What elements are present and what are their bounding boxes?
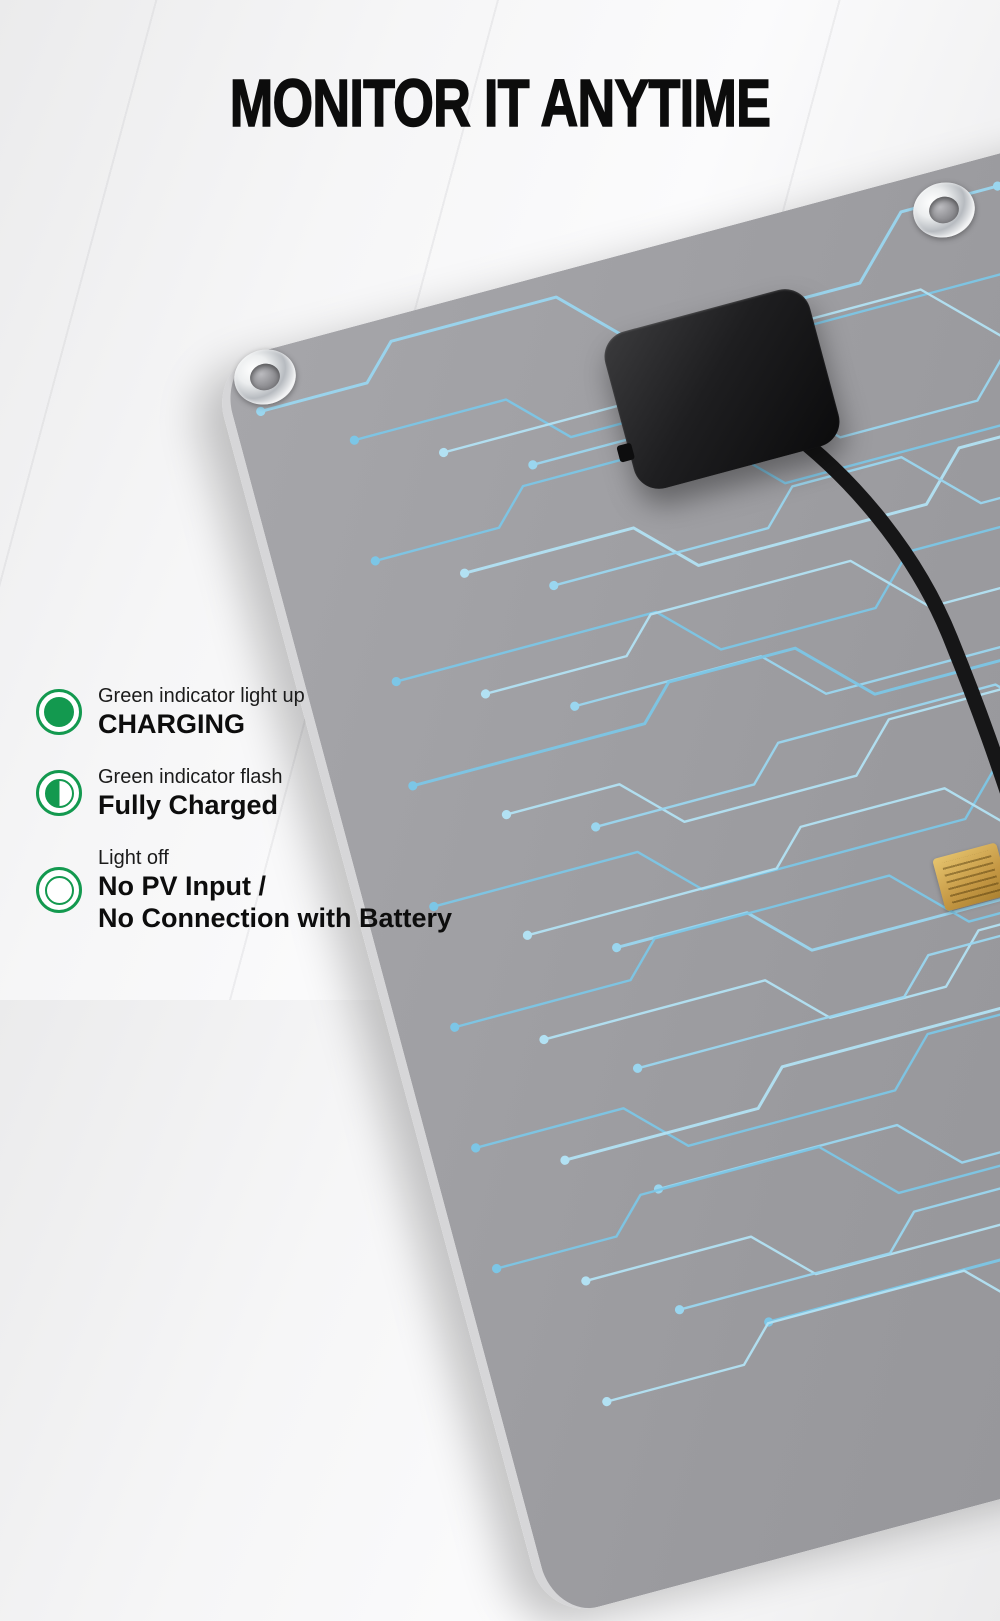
legend-status: Fully Charged [98,789,279,820]
indicator-on-icon [36,689,82,736]
indicator-on-core [44,697,74,728]
legend-item-fully-charged: Green indicator flash Fully Charged [36,765,452,822]
indicator-flash-core [44,778,74,808]
indicator-flash-icon [36,770,82,817]
indicator-legend: Green indicator light up CHARGING Green … [36,684,452,934]
legend-item-charging: Green indicator light up CHARGING [36,684,452,741]
legend-text: Light off No PV Input / No Connection wi… [98,846,452,935]
indicator-off-icon [36,867,82,914]
legend-item-light-off: Light off No PV Input / No Connection wi… [36,846,452,935]
indicator-off-core [44,875,74,905]
legend-label: Light off [98,846,169,869]
legend-label: Green indicator light up [98,685,305,707]
legend-status: CHARGING [98,709,245,739]
legend-status: No PV Input / No Connection with Battery [98,870,453,933]
page-title: MONITOR IT ANYTIME [229,65,771,141]
legend-text: Green indicator light up CHARGING [98,684,305,741]
legend-label: Green indicator flash [98,765,283,788]
legend-text: Green indicator flash Fully Charged [98,765,283,822]
